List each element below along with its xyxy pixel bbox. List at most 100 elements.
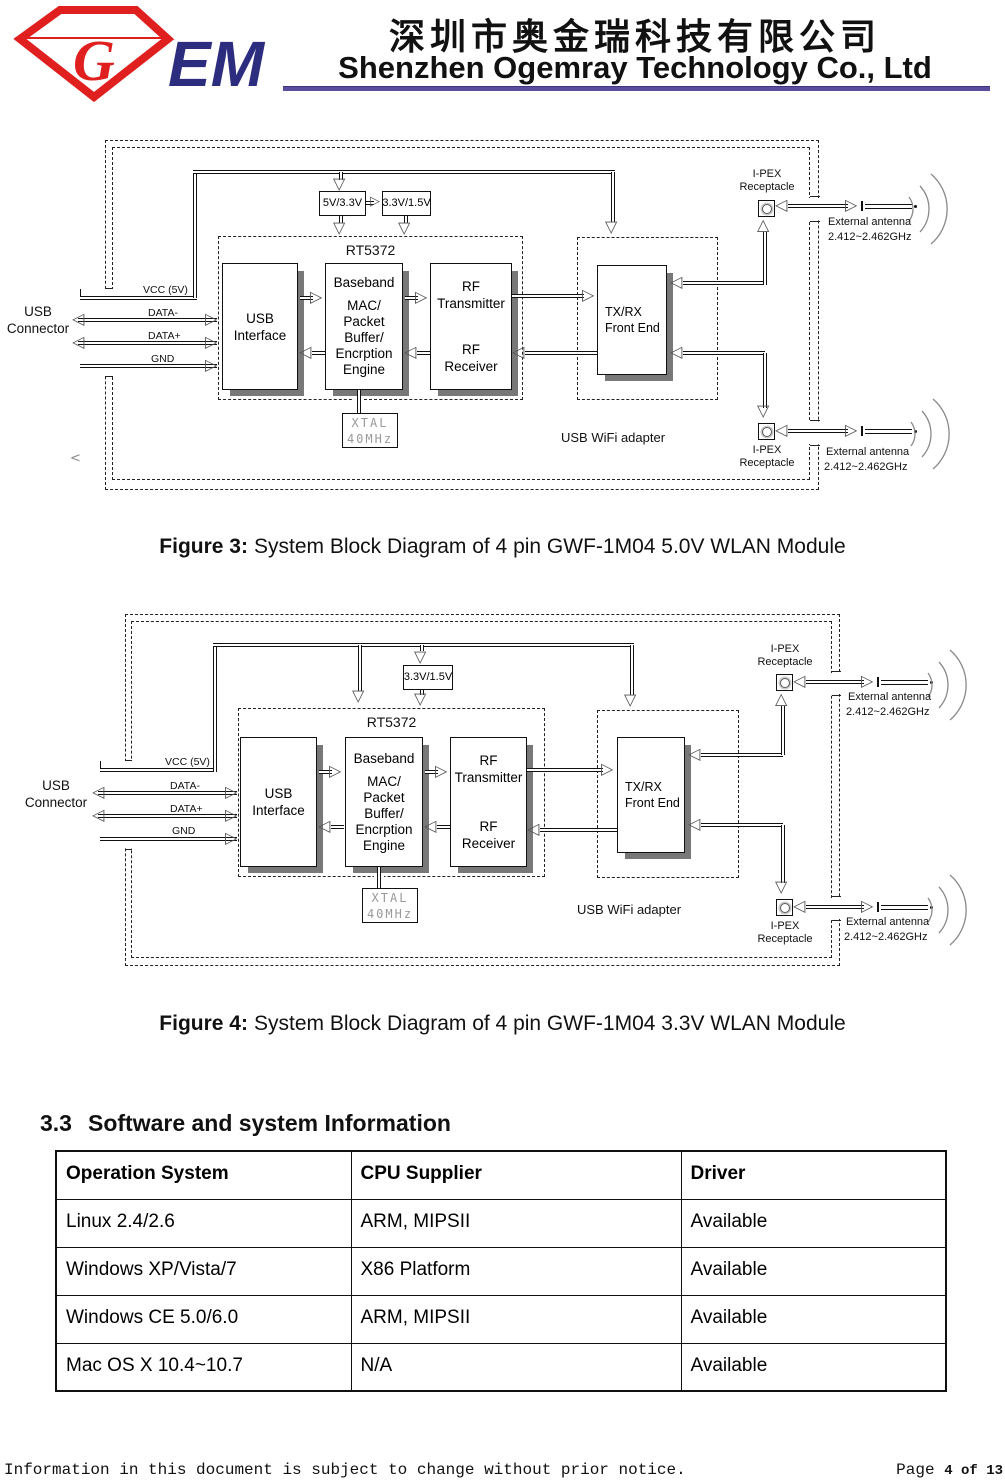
bus-link (417, 351, 430, 355)
antenna-icon (865, 429, 912, 434)
bus-link (405, 296, 418, 300)
footer-notice: Information in this document is subject … (4, 1461, 686, 1479)
chip-label: RT5372 (366, 714, 417, 730)
txrx-frontend-block: TX/RX Front End (617, 737, 685, 853)
vcc-riser (193, 170, 197, 298)
gnd-line (100, 837, 237, 841)
arrow-left-icon: ◁ (72, 332, 85, 351)
arrow-down-icon: ▽ (398, 218, 411, 237)
radio-waves-icon (910, 398, 950, 470)
break-cap (105, 288, 113, 289)
table-cell: X86 Platform (350, 1246, 682, 1296)
arrow-right-icon: ▷ (582, 285, 595, 304)
tx-line (527, 768, 603, 772)
data-plus-label: DATA+ (148, 330, 181, 342)
border-break (806, 198, 824, 220)
xtal-box (362, 888, 418, 923)
arrow-left-icon: ◁ (775, 420, 788, 439)
reg-out (404, 216, 408, 223)
frontend-outline (577, 237, 718, 400)
break-cap (832, 695, 841, 696)
coax-socket-icon (761, 203, 772, 214)
block-label: Packet (363, 789, 405, 805)
table-row: Mac OS X 10.4~10.7 N/A Available (55, 1342, 947, 1392)
antenna-icon (861, 426, 863, 436)
antenna-icon (914, 205, 917, 208)
table-cell: Linux 2.4/2.6 (55, 1198, 352, 1248)
antenna-icon (861, 201, 863, 211)
antenna-line (763, 232, 767, 285)
arrow-right-icon: ▷ (370, 194, 380, 209)
radio-waves-icon (908, 173, 948, 245)
rx-line (540, 828, 617, 832)
arrow-left-icon: ◁ (92, 782, 105, 801)
antenna-line (701, 823, 783, 827)
break-cap (105, 376, 113, 377)
figure4-caption: Figure 4:System Block Diagram of 4 pin G… (0, 1012, 1005, 1036)
vcc-trace (100, 768, 217, 772)
antenna-line (763, 353, 767, 408)
software-table: Operation System CPU Supplier Driver Lin… (55, 1150, 947, 1392)
usb-wifi-adapter-label: USB WiFi adapter (561, 430, 666, 445)
table-cell: Windows CE 5.0/6.0 (55, 1294, 352, 1344)
block-label: Engine (362, 837, 406, 853)
block-label: TX/RX (625, 780, 662, 794)
antenna-feed (788, 204, 848, 208)
caption-text: System Block Diagram of 4 pin GWF-1M04 3… (253, 1012, 846, 1035)
regulator-5v-box: 5V/3.3V (319, 191, 366, 216)
border-break (100, 289, 116, 375)
arrow-left-icon: ◁ (793, 896, 806, 915)
reg-out (339, 216, 343, 223)
regulator-3v-box: 3.3V/1.5V (382, 191, 431, 216)
arrow-left-icon: ◁ (299, 342, 312, 361)
data-minus-label: DATA- (170, 780, 200, 792)
data-plus-line (98, 814, 237, 818)
antenna-label: External antenna (828, 216, 912, 228)
antenna-label: External antenna (846, 916, 930, 928)
bus-link (312, 351, 325, 355)
data-minus-line (78, 318, 217, 322)
arrow-left-icon: ◁ (318, 816, 331, 835)
table-cell: Mac OS X 10.4~10.7 (55, 1342, 352, 1392)
arrow-left-icon: ◁ (92, 805, 105, 824)
data-minus-line (98, 791, 237, 795)
antenna-icon (877, 902, 879, 912)
block-label: Interface (233, 327, 287, 343)
column-header: CPU Supplier (350, 1150, 682, 1200)
arrow-left-icon: ◁ (688, 814, 701, 833)
vcc-riser (213, 643, 217, 772)
figure3-caption: Figure 3:System Block Diagram of 4 pin G… (0, 535, 1005, 559)
coax-socket-icon (779, 902, 790, 913)
arrow-down-icon: ▽ (414, 647, 427, 666)
section-number: 3.3 (40, 1110, 72, 1136)
block-label: Interface (252, 803, 305, 818)
regulator-3v-box: 3.3V/1.5V (403, 665, 453, 690)
ipex-receptacle (758, 200, 775, 217)
gem-diamond-icon (13, 5, 175, 103)
table-cell: Available (680, 1198, 947, 1248)
border-break (120, 761, 136, 848)
ipex-receptacle (758, 423, 775, 440)
power-drop-frontend (611, 172, 615, 222)
rt5372-outline (218, 236, 523, 400)
svg-text:EM: EM (168, 28, 266, 100)
txrx-frontend-block: TX/RX Front End (597, 265, 667, 375)
arrow-right-icon: ▷ (225, 782, 238, 801)
rx-line (525, 351, 597, 355)
antenna-freq-label: 2.412~2.462GHz (824, 461, 908, 473)
table-row: Windows XP/Vista/7 X86 Platform Availabl… (55, 1246, 947, 1296)
arrow-left-icon: ◁ (670, 342, 683, 361)
block-label: Front End (605, 321, 660, 335)
page-value: 4 of 13 (944, 1463, 1003, 1479)
arrow-right-icon: ▷ (225, 828, 238, 847)
company-name-chinese: 深圳市奥金瑞科技有限公司 (388, 17, 881, 58)
table-header-row: Operation System CPU Supplier Driver (55, 1150, 947, 1200)
arrow-up-icon: △ (775, 689, 788, 708)
arrow-right-icon: ▷ (225, 805, 238, 824)
